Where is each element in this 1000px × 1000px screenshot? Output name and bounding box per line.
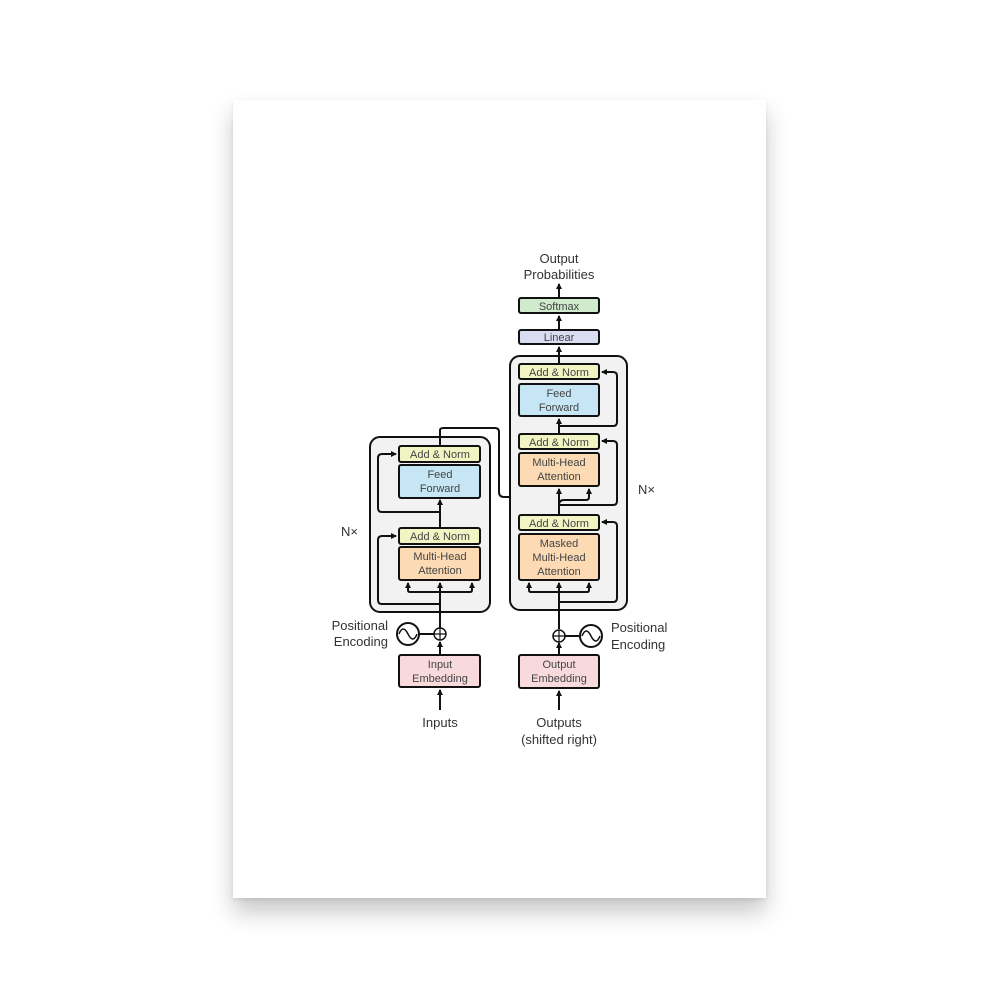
svg-text:Add & Norm: Add & Norm [410,531,470,543]
svg-text:Softmax: Softmax [539,301,580,313]
encoder-positional-encoding: Positional Encoding [332,618,447,649]
svg-text:Add & Norm: Add & Norm [410,449,470,461]
encoder-add-norm-top: Add & Norm [398,445,481,463]
svg-text:Encoding: Encoding [334,634,388,649]
svg-text:Multi-Head: Multi-Head [532,552,585,564]
input-embedding: Input Embedding [398,654,481,688]
inputs-label: Inputs [422,715,458,730]
decoder-add-norm-2: Add & Norm [518,433,600,450]
svg-text:Encoding: Encoding [611,637,665,652]
svg-text:Embedding: Embedding [531,673,587,685]
svg-text:Add & Norm: Add & Norm [529,518,589,530]
svg-text:Positional: Positional [611,620,667,635]
svg-text:Feed: Feed [546,388,571,400]
decoder-masked-multi-head-attention: Masked Multi-Head Attention [518,533,600,581]
decoder-add-norm-3: Add & Norm [518,514,600,531]
encoder-nx-label: N× [341,524,358,539]
svg-text:Feed: Feed [427,469,452,481]
output-probabilities-title: Output [539,251,578,266]
svg-text:Forward: Forward [420,483,460,495]
svg-text:Attention: Attention [418,565,461,577]
svg-text:Input: Input [428,659,452,671]
output-embedding: Output Embedding [518,654,600,689]
svg-text:Forward: Forward [539,402,579,414]
svg-text:Embedding: Embedding [412,673,468,685]
svg-text:Output: Output [542,659,575,671]
encoder-feed-forward: Feed Forward [398,464,481,499]
encoder-add-norm-bottom: Add & Norm [398,527,481,545]
svg-text:Multi-Head: Multi-Head [532,457,585,469]
softmax-layer: Softmax [518,297,600,314]
svg-text:Linear: Linear [544,332,575,344]
decoder-positional-encoding: Positional Encoding [552,620,667,652]
svg-text:Add & Norm: Add & Norm [529,437,589,449]
poster [233,100,766,898]
encoder-multi-head-attention: Multi-Head Attention [398,546,481,581]
decoder-feed-forward: Feed Forward [518,383,600,417]
decoder-multi-head-attention: Multi-Head Attention [518,452,600,487]
svg-text:Attention: Attention [537,566,580,578]
svg-text:Positional: Positional [332,618,388,633]
svg-text:Masked: Masked [540,538,579,550]
outputs-label: Outputs [536,715,582,730]
decoder-add-norm-1: Add & Norm [518,363,600,380]
linear-layer: Linear [518,329,600,345]
svg-text:Multi-Head: Multi-Head [413,551,466,563]
decoder-nx-label: N× [638,482,655,497]
svg-text:Attention: Attention [537,471,580,483]
svg-text:Add & Norm: Add & Norm [529,367,589,379]
outputs-shifted-label: (shifted right) [521,732,597,747]
output-probabilities-title-2: Probabilities [524,267,595,282]
encoder-residual [377,533,440,605]
